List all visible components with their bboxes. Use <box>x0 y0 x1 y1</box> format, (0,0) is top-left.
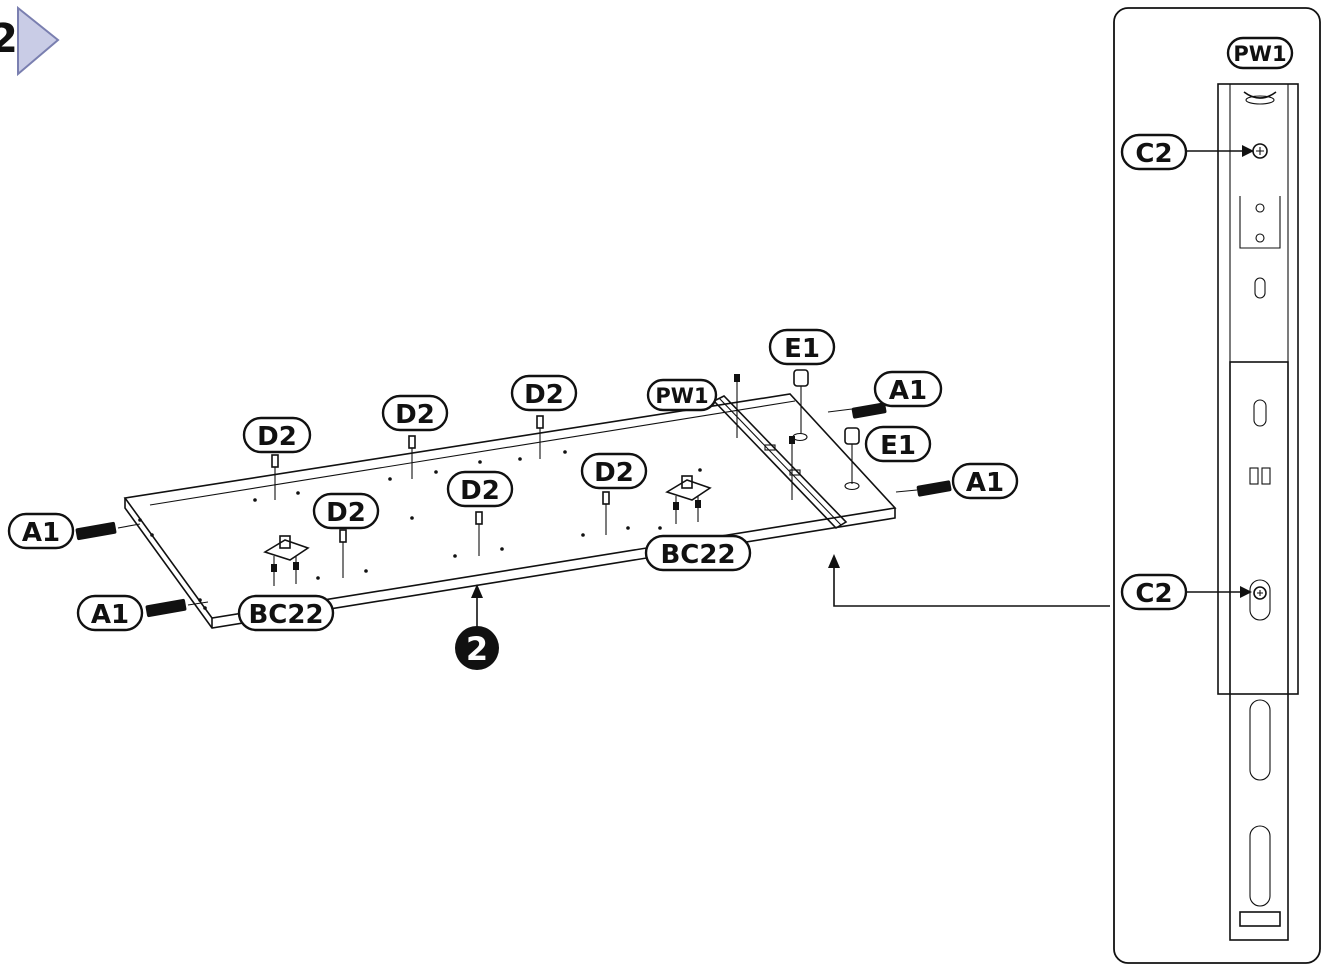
label-pw1: PW1 <box>1226 36 1294 70</box>
bracket-bc22 <box>263 535 310 586</box>
dowel-d2-group <box>271 415 610 578</box>
svg-text:A1: A1 <box>966 468 1004 498</box>
prev-step-number: 2 <box>0 16 18 62</box>
cam-lock-e1 <box>844 427 860 484</box>
label-e1: E1 <box>768 328 836 366</box>
label-e1: E1 <box>864 425 932 463</box>
label-a1: A1 <box>76 594 144 632</box>
dowel-d2 <box>339 529 347 578</box>
dowel-a1 <box>145 598 209 618</box>
svg-text:C2: C2 <box>1135 139 1172 169</box>
label-a1: A1 <box>951 462 1019 500</box>
svg-text:E1: E1 <box>880 431 916 461</box>
svg-text:D2: D2 <box>326 498 366 528</box>
bracket-bc22 <box>665 475 712 524</box>
svg-text:BC22: BC22 <box>248 600 323 630</box>
label-a1: A1 <box>7 512 75 550</box>
label-d2: D2 <box>381 394 449 432</box>
svg-text:BC22: BC22 <box>660 540 735 570</box>
svg-text:A1: A1 <box>889 376 927 406</box>
cam-lock-e1 <box>793 369 809 434</box>
svg-text:D2: D2 <box>257 422 297 452</box>
svg-text:D2: D2 <box>594 458 634 488</box>
label-bc22: BC22 <box>644 534 752 572</box>
label-pw1: PW1 <box>646 378 718 412</box>
label-bc22: BC22 <box>237 594 335 632</box>
svg-text:A1: A1 <box>22 518 60 548</box>
runner-detail-panel <box>1113 7 1321 964</box>
label-d2: D2 <box>242 416 312 454</box>
svg-text:A1: A1 <box>91 600 129 630</box>
svg-text:D2: D2 <box>460 476 500 506</box>
dowel-d2 <box>408 435 416 479</box>
panel-number-badge: 2 <box>455 626 499 670</box>
drawer-runner-pw1 <box>712 374 848 530</box>
dowel-d2 <box>271 454 279 500</box>
label-d2: D2 <box>580 452 648 490</box>
label-c2: C2 <box>1120 573 1188 611</box>
dowel-d2 <box>536 415 544 459</box>
label-d2: D2 <box>510 374 578 412</box>
panel-number: 2 <box>466 630 488 668</box>
svg-text:E1: E1 <box>784 334 820 364</box>
svg-text:D2: D2 <box>395 400 435 430</box>
detail-leader <box>828 554 1110 607</box>
label-d2: D2 <box>446 470 514 508</box>
step-nav: 2 <box>0 5 60 77</box>
dowel-d2 <box>602 491 610 535</box>
next-step-arrow-icon[interactable] <box>17 5 60 77</box>
svg-text:PW1: PW1 <box>1233 42 1286 66</box>
panel-board <box>123 393 897 629</box>
svg-text:D2: D2 <box>524 380 564 410</box>
svg-text:PW1: PW1 <box>655 384 708 408</box>
svg-text:C2: C2 <box>1135 579 1172 609</box>
label-d2: D2 <box>312 492 380 530</box>
label-a1: A1 <box>873 370 943 408</box>
label-c2: C2 <box>1120 133 1188 171</box>
dowel-d2 <box>475 511 483 556</box>
dowel-a1 <box>75 521 141 541</box>
dowel-a1 <box>827 402 887 419</box>
dowel-a1 <box>895 480 952 497</box>
pointer-arrow-icon <box>471 584 483 628</box>
